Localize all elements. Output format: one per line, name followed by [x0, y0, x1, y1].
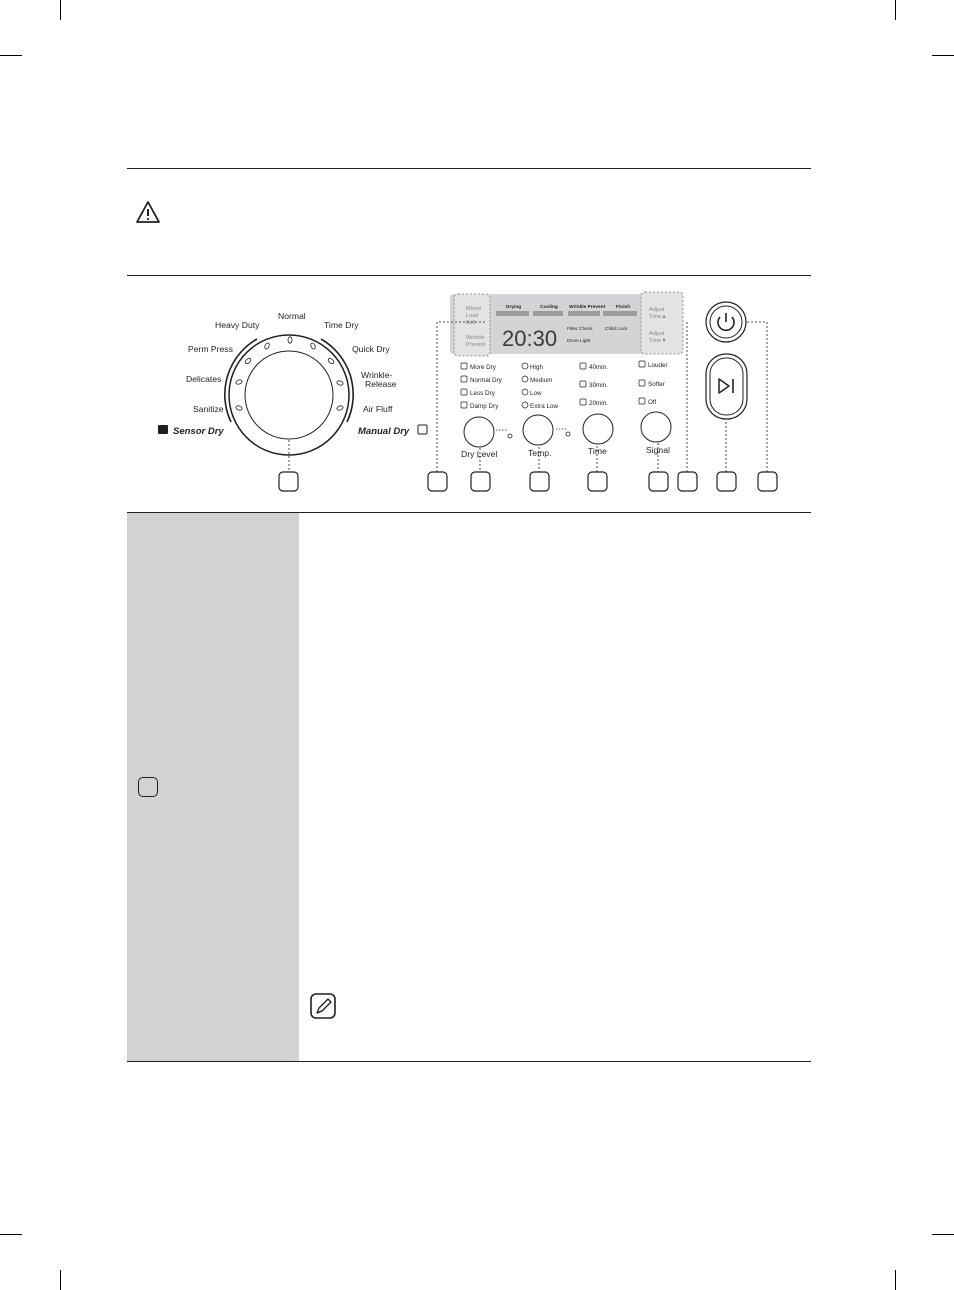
drum-light-icon [507, 433, 513, 439]
drum-light-label: Drum Light [567, 338, 591, 344]
stage-wrinkle-prevent: Wrinkle Prevent [569, 304, 606, 310]
svg-text:Wrinkle: Wrinkle [466, 335, 485, 341]
table-label-column [127, 513, 299, 1061]
svg-text:Mixed: Mixed [466, 306, 481, 312]
power-button[interactable] [705, 301, 747, 343]
start-pause-button[interactable] [705, 353, 748, 420]
option-lists: More Dry Normal Dry Less Dry Damp Dry Hi… [460, 360, 668, 410]
warning-triangle-icon [136, 201, 160, 223]
callout-box [529, 471, 550, 492]
program-wrinkle-release-1: Wrinkle- [361, 370, 392, 380]
temp-button[interactable] [522, 414, 554, 446]
svg-text:Normal Dry: Normal Dry [470, 377, 503, 384]
signal-label: Signal [646, 445, 670, 455]
signal-button[interactable] [640, 411, 672, 443]
crop-mark [0, 1234, 22, 1235]
svg-text:Time▼: Time▼ [649, 338, 667, 344]
svg-text:Off: Off [648, 399, 657, 406]
program-heavy-duty: Heavy Duty [215, 320, 260, 330]
svg-text:Damp Dry: Damp Dry [470, 403, 499, 410]
callout-box [757, 471, 778, 492]
stage-finish: Finish [616, 304, 630, 310]
svg-text:Time▲: Time▲ [649, 314, 667, 320]
svg-text:Adjust: Adjust [649, 307, 665, 313]
program-normal: Normal [278, 311, 306, 321]
program-sanitize: Sanitize [193, 404, 224, 414]
sensor-dry-icon [158, 425, 168, 434]
crop-mark [0, 55, 22, 56]
crop-mark [895, 0, 896, 20]
program-air-fluff: Air Fluff [363, 404, 393, 414]
stage-drying: Drying [506, 304, 521, 310]
rule-table-bottom [127, 1061, 811, 1062]
program-wrinkle-release-2: Release [365, 379, 397, 389]
svg-text:Softer: Softer [648, 381, 665, 388]
svg-text:Prevent: Prevent [466, 342, 486, 348]
dry-level-label: Dry Level [461, 449, 497, 459]
callout-box [587, 471, 608, 492]
svg-text:High: High [530, 364, 543, 371]
callout-box [278, 471, 299, 492]
crop-mark [60, 0, 61, 20]
callout-box [470, 471, 491, 492]
svg-text:Low: Low [530, 390, 542, 397]
item-number-box [138, 777, 158, 797]
svg-text:Medium: Medium [530, 377, 552, 384]
filter-check-label: Filter Check [567, 326, 593, 332]
stage-cooling: Cooling [540, 304, 558, 310]
callout-box [716, 471, 737, 492]
rule-table-top [127, 512, 811, 513]
svg-text:Adjust: Adjust [649, 331, 665, 337]
svg-text:30min.: 30min. [589, 382, 608, 389]
control-panel-diagram: Sanitize Delicates Perm Press Heavy Duty… [158, 291, 778, 492]
program-delicates: Delicates [186, 374, 221, 384]
lcd-display: Mixed Load Bell Wrinkle Prevent Drying C… [450, 291, 684, 357]
child-lock-label: Child Lock [605, 326, 628, 332]
crop-mark [932, 55, 954, 56]
note-pencil-icon [310, 993, 336, 1019]
rule-top [127, 168, 811, 169]
svg-text:Extra Low: Extra Low [530, 403, 558, 410]
time-button[interactable] [582, 413, 614, 445]
time-label: Time [588, 446, 607, 456]
time-readout: 20:30 [502, 326, 557, 351]
program-time-dry: Time Dry [324, 320, 359, 330]
dry-level-button[interactable] [463, 416, 495, 448]
temp-label: Temp. [528, 448, 551, 458]
manual-dry-label: Manual Dry [358, 426, 410, 437]
callout-box [677, 471, 698, 492]
crop-mark [60, 1270, 61, 1290]
crop-mark [895, 1270, 896, 1290]
cycle-selector-dial[interactable]: Sanitize Delicates Perm Press Heavy Duty… [158, 311, 428, 472]
callout-box [648, 471, 669, 492]
svg-text:Load: Load [466, 313, 478, 319]
svg-text:20min.: 20min. [589, 400, 608, 407]
svg-text:Louder: Louder [648, 362, 668, 369]
child-lock-icon [565, 431, 571, 437]
rule-warning-bottom [127, 275, 811, 276]
svg-text:40min.: 40min. [589, 364, 608, 371]
crop-mark [932, 1234, 954, 1235]
svg-text:Less Dry: Less Dry [470, 390, 496, 397]
svg-text:More Dry: More Dry [470, 364, 497, 371]
program-quick-dry: Quick Dry [352, 344, 390, 354]
program-perm-press: Perm Press [188, 344, 233, 354]
callout-box [427, 471, 448, 492]
sensor-dry-label: Sensor Dry [173, 426, 224, 437]
svg-text:Bell: Bell [466, 320, 475, 326]
manual-dry-icon [417, 424, 428, 435]
